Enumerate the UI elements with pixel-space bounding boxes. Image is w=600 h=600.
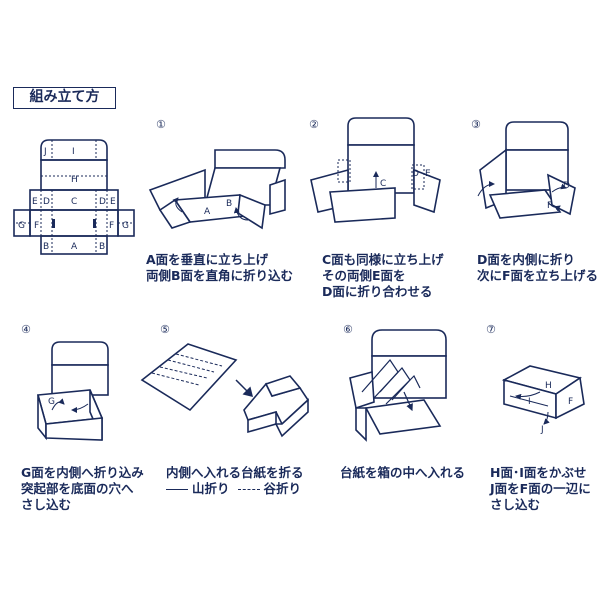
step1-caption: A面を垂直に立ち上げ 両側B面を直角に折り込む	[146, 252, 293, 284]
step3-caption-line: 次にF面を立ち上げる	[477, 268, 599, 283]
net-label-g: G	[18, 221, 25, 231]
mountain-fold-label: 山折り	[192, 481, 230, 496]
net-label-b: B	[43, 242, 49, 252]
net-label-c: C	[71, 197, 77, 207]
net-label-h: H	[71, 175, 78, 185]
step6-caption-line: 台紙を箱の中へ入れる	[340, 465, 466, 480]
step3-label-f: F	[547, 201, 552, 211]
step2-figure	[310, 117, 441, 223]
step7-number: ⑦	[486, 323, 496, 336]
step2-caption-line: C面も同様に立ち上げ	[322, 252, 444, 267]
step1-label-b: B	[226, 199, 232, 209]
valley-fold-line	[237, 488, 260, 490]
step4-caption-line: G面を内側へ折り込み	[21, 465, 144, 480]
step2-label-e: E	[425, 169, 431, 179]
step2-label-d: D	[412, 169, 419, 179]
step7-label-f: F	[568, 397, 573, 407]
step7-label-j: J	[540, 425, 544, 435]
step2-caption-line: その両側E面を	[322, 268, 406, 283]
net-label-d2: D	[99, 197, 106, 207]
mountain-fold-line	[166, 488, 188, 490]
step4-caption-line: さし込む	[21, 497, 72, 512]
step7-label-i: I	[528, 397, 531, 407]
step2-caption: C面も同様に立ち上げ その両側E面を D面に折り合わせる	[322, 252, 444, 300]
step4-caption-line: 突起部を底面の穴へ	[21, 481, 134, 496]
step5-caption: 内側へ入れる台紙を折る 山折り 谷折り	[166, 465, 304, 497]
step3-number: ③	[471, 118, 481, 131]
step3-figure	[479, 121, 576, 219]
step5-fold-legend: 山折り 谷折り	[166, 481, 304, 497]
net-label-b2: B	[99, 242, 105, 252]
net-label-e2: E	[110, 197, 116, 207]
step1-label-a: A	[204, 207, 211, 217]
step1-caption-line: A面を垂直に立ち上げ	[146, 252, 269, 267]
step6-number: ⑥	[343, 323, 353, 336]
step5-number: ⑤	[160, 323, 170, 336]
step5-board-folded	[243, 375, 310, 438]
net-label-a: A	[71, 242, 78, 252]
step7-caption-line: さし込む	[490, 497, 541, 512]
net-label-g2: G	[122, 221, 129, 231]
step2-label-c: C	[380, 179, 386, 189]
step4-figure	[36, 341, 109, 441]
step6-figure	[349, 329, 447, 442]
net-label-j: J	[43, 147, 47, 157]
valley-fold-label: 谷折り	[263, 481, 302, 496]
step1-caption-line: 両側B面を直角に折り込む	[146, 268, 294, 283]
step1-figure	[148, 149, 286, 230]
net-label-e: E	[32, 197, 38, 207]
page-title: 組み立て方	[13, 87, 116, 109]
step4-caption: G面を内側へ折り込み 突起部を底面の穴へ さし込む	[21, 465, 144, 513]
step4-label-g: G	[48, 397, 55, 407]
net-label-d: D	[43, 197, 50, 207]
step5-caption-line: 内側へ入れる台紙を折る	[166, 465, 304, 480]
step7-figure	[501, 365, 585, 420]
step3-caption: D面を内側に折り 次にF面を立ち上げる	[477, 252, 598, 284]
step7-caption-line: H面･I面をかぶせ	[490, 465, 587, 480]
step2-number: ②	[309, 118, 319, 131]
net-label-f2: F	[109, 221, 114, 231]
step7-caption-line: J面をF面の一辺に	[490, 481, 591, 496]
step2-caption-line: D面に折り合わせる	[322, 284, 433, 299]
step4-number: ④	[21, 323, 31, 336]
step1-number: ①	[156, 118, 166, 131]
net-label-i: I	[72, 147, 75, 157]
net-label-f: F	[34, 221, 39, 231]
step6-caption: 台紙を箱の中へ入れる	[340, 465, 465, 481]
step3-caption-line: D面を内側に折り	[477, 252, 575, 267]
step7-label-h: H	[545, 381, 552, 391]
step5-board-flat	[140, 343, 238, 412]
step3-label-d: D	[563, 181, 570, 191]
step7-caption: H面･I面をかぶせ J面をF面の一辺に さし込む	[490, 465, 591, 513]
